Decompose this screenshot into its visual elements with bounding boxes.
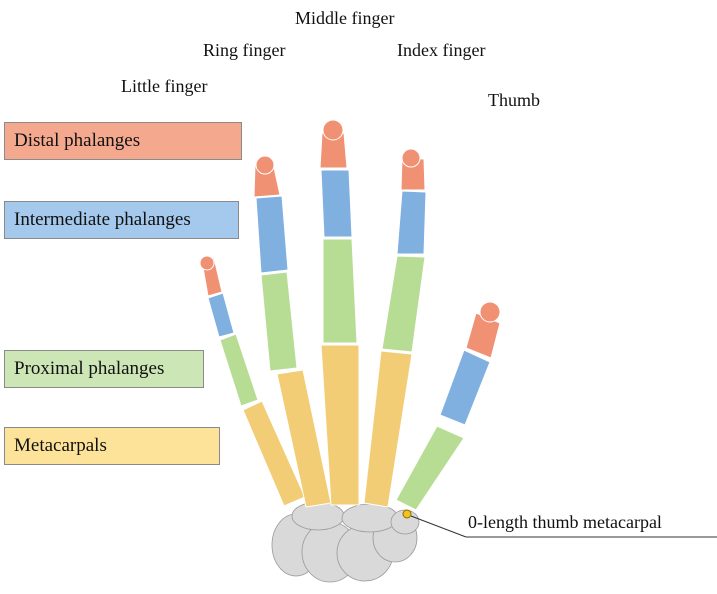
little-finger-label: Little finger: [121, 76, 208, 96]
little-finger-bones: [199, 255, 306, 507]
middle-proximal: [322, 238, 358, 344]
legend-proximal-phalanges: Proximal phalanges: [4, 350, 204, 388]
middle-distal-tip: [322, 119, 344, 141]
annotation-leader-line: [410, 515, 467, 538]
middle-intermediate: [320, 169, 353, 238]
carpal-bones: [271, 501, 420, 583]
index-intermediate: [396, 190, 427, 255]
middle-finger-bones: [319, 119, 360, 506]
thumb-intermediate: [439, 349, 491, 426]
ring-proximal: [260, 271, 298, 372]
legend-intermediate-text: Intermediate phalanges: [14, 209, 191, 230]
thumb-label: Thumb: [488, 90, 540, 110]
little-distal-tip: [199, 255, 215, 271]
index-finger-bones: [363, 148, 427, 508]
legend-proximal-text: Proximal phalanges: [14, 358, 165, 379]
legend-distal-text: Distal phalanges: [14, 130, 141, 151]
thumb-metacarpal-annotation: 0-length thumb metacarpal: [468, 512, 662, 532]
index-distal-tip: [401, 148, 421, 168]
thumb-distal-tip: [479, 301, 501, 323]
thumb-bones: [395, 301, 501, 511]
little-intermediate: [207, 292, 235, 338]
ring-finger-label: Ring finger: [203, 40, 286, 60]
legend-distal-phalanges: Distal phalanges: [4, 122, 242, 160]
legend-metacarpals-text: Metacarpals: [14, 435, 107, 456]
thumb-metacarpal-marker: [402, 509, 412, 519]
index-metacarpal: [363, 350, 413, 508]
index-finger-label: Index finger: [397, 40, 486, 60]
index-proximal: [381, 255, 426, 353]
legend-intermediate-phalanges: Intermediate phalanges: [4, 201, 239, 239]
thumb-proximal: [395, 425, 465, 511]
middle-metacarpal: [320, 344, 360, 506]
legend-metacarpals: Metacarpals: [4, 427, 220, 465]
ring-intermediate: [255, 195, 289, 274]
little-proximal: [219, 333, 259, 407]
ring-distal-tip: [255, 155, 275, 175]
middle-finger-label: Middle finger: [295, 8, 395, 28]
